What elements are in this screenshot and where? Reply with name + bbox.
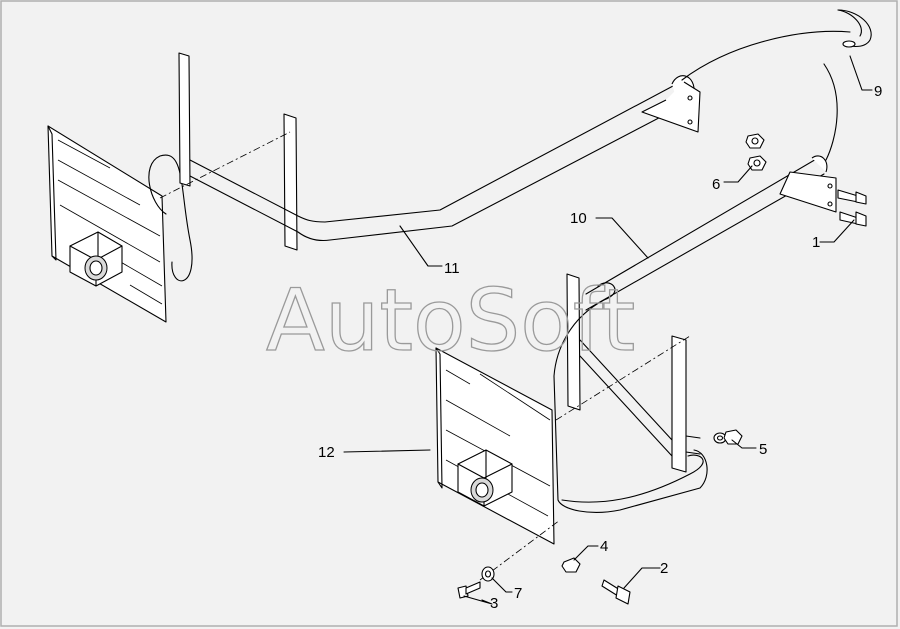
bolts-1 [837,189,867,227]
bolt-3 [457,581,481,599]
center-line-lower [555,335,691,421]
mounting-plates-left [178,52,298,251]
callout-1: 1 [812,234,820,251]
callout-7: 7 [514,585,522,602]
cable-lower [553,282,708,513]
bar-11 [189,75,701,242]
mounting-plates-lower [566,273,701,473]
warning-sign-lower [435,347,555,545]
bar-10 [585,155,837,311]
callout-5: 5 [759,441,767,458]
callout-3: 3 [490,595,498,612]
callout-labels: 1 2 3 4 5 6 7 9 10 11 12 [318,83,882,612]
watermark: AutoSoft [266,271,635,371]
clip-9 [837,9,872,48]
washer-7 [481,566,495,582]
callout-4: 4 [600,538,608,555]
cable-long [681,30,851,161]
bolt-2 [601,579,631,605]
warning-sign-upper [47,125,167,323]
nuts-6 [745,133,767,171]
nut-washer-5 [713,429,743,445]
callout-2: 2 [660,560,668,577]
nut-4 [561,557,581,573]
leader-lines [343,55,873,605]
callout-9: 9 [874,83,882,100]
center-line-upper [159,131,291,199]
callout-6: 6 [712,176,720,193]
callout-10: 10 [570,210,587,227]
callout-12: 12 [318,444,335,461]
callout-11: 11 [444,260,460,277]
